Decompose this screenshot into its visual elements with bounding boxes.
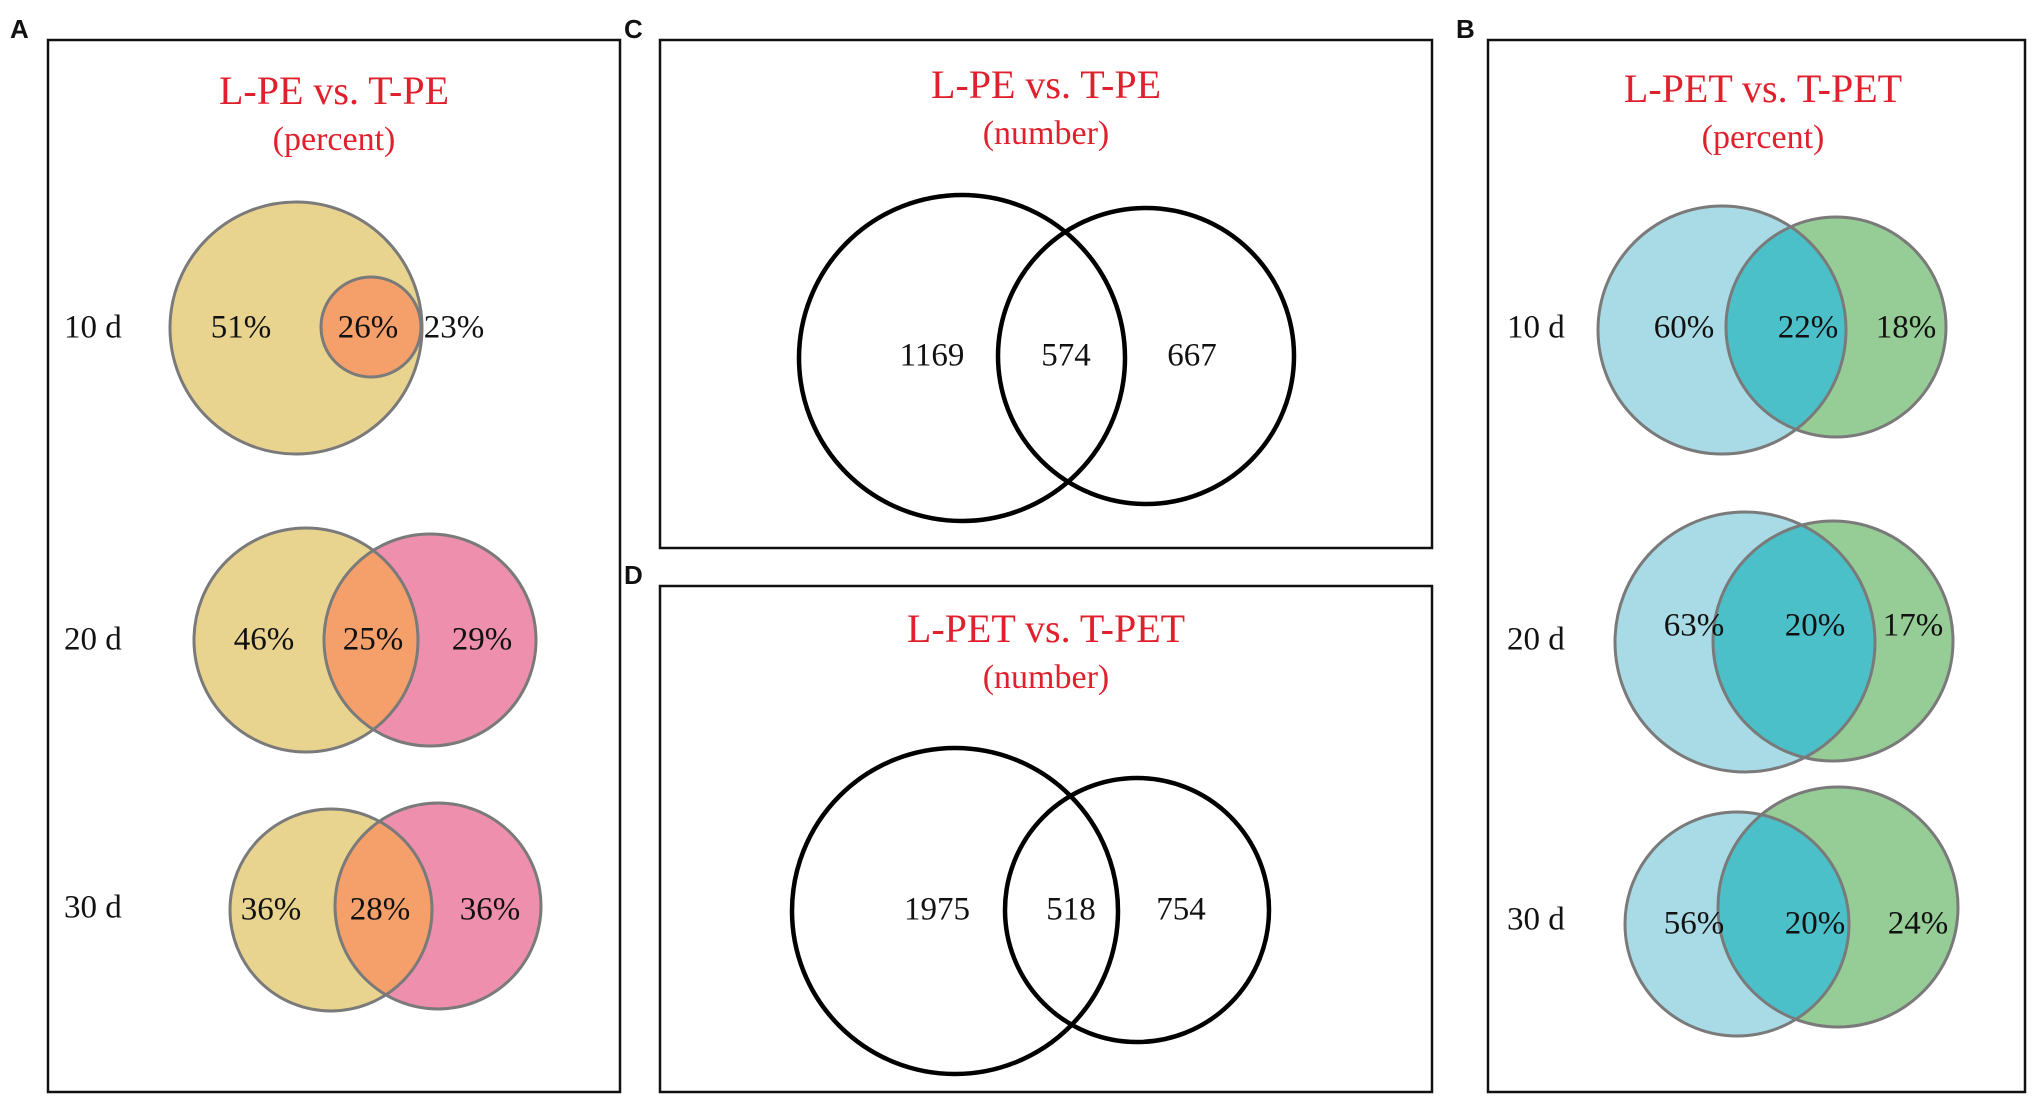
panel-letter-b: B (1456, 14, 1475, 44)
venn-overlap-value: 22% (1778, 310, 1839, 346)
venn-overlap-value: 26% (338, 310, 399, 346)
venn-overlap-value: 20% (1785, 608, 1846, 644)
venn-right-circle (995, 205, 1297, 507)
venn-right-value: 667 (1167, 338, 1217, 374)
venn-right-outline (319, 275, 423, 379)
row-label: 30 d (1507, 902, 1565, 938)
venn-overlap-value: 574 (1041, 338, 1091, 374)
panel-c-title: L-PE vs. T-PE (931, 62, 1161, 107)
panel-c-subtitle: (number) (983, 115, 1110, 152)
venn-left-outline (1596, 204, 1848, 456)
venn-a-30d: 30 d 36% 28% 36% (64, 801, 543, 1013)
venn-overlap-value: 20% (1785, 906, 1846, 942)
venn-right-outline (1724, 215, 1948, 439)
venn-a-20d: 20 d 46% 25% 29% (64, 526, 538, 754)
venn-right-value: 754 (1156, 892, 1206, 928)
panel-d-title: L-PET vs. T-PET (907, 606, 1185, 651)
venn-left-value: 63% (1664, 608, 1725, 644)
venn-right-value: 23% (424, 310, 485, 346)
venn-left-value: 46% (234, 622, 295, 658)
venn-left-value: 1975 (904, 892, 970, 928)
venn-overlap-value: 28% (350, 892, 411, 928)
venn-right-value: 24% (1888, 906, 1949, 942)
venn-left-outline (1613, 510, 1877, 774)
venn-overlap-region (1726, 217, 1846, 437)
venn-right-outline (333, 801, 543, 1011)
row-label: 10 d (1507, 310, 1565, 346)
venn-left-value: 56% (1664, 906, 1725, 942)
venn-overlap-region (1718, 812, 1849, 1027)
panel-a-frame (46, 38, 622, 1094)
panel-c: C L-PE vs. T-PE (number) 1169 574 667 (624, 14, 1434, 550)
venn-left-value: 51% (211, 310, 272, 346)
venn-right-outline (1711, 519, 1955, 763)
venn-left-outline (228, 807, 434, 1013)
venn-right-outline (322, 532, 538, 748)
panel-d-subtitle: (number) (983, 659, 1110, 696)
venn-left-value: 36% (241, 892, 302, 928)
venn-right-circle (1002, 775, 1272, 1045)
venn-right-value: 18% (1876, 310, 1937, 346)
venn-right-value: 17% (1883, 608, 1944, 644)
row-label: 20 d (64, 622, 122, 658)
panel-a-title: L-PE vs. T-PE (219, 68, 449, 113)
panel-letter-c: C (624, 14, 643, 44)
panel-letter-a: A (10, 14, 29, 44)
venn-overlap-value: 518 (1046, 892, 1096, 928)
venn-left-circle (789, 745, 1121, 1077)
venn-overlap-region (1713, 521, 1875, 761)
venn-right-outline (1716, 785, 1960, 1029)
panel-d: D L-PET vs. T-PET (number) 1975 518 754 (624, 560, 1434, 1094)
venn-overlap-region (335, 809, 432, 1009)
panel-b-title: L-PET vs. T-PET (1624, 66, 1902, 111)
panel-b-frame (1486, 38, 2027, 1094)
row-label: 30 d (64, 890, 122, 926)
row-label: 20 d (1507, 622, 1565, 658)
venn-overlap-value: 25% (343, 622, 404, 658)
venn-left-value: 60% (1654, 310, 1715, 346)
row-label: 10 d (64, 310, 122, 346)
venn-b-30d: 30 d 56% 20% 24% (1507, 785, 1960, 1038)
venn-left-circle (796, 192, 1128, 524)
venn-b-20d: 20 d 63% 20% 17% (1507, 510, 1955, 774)
venn-left-outline (192, 526, 420, 754)
venn-a-10d: 10 d 51% 26% 23% (64, 200, 485, 456)
panel-letter-d: D (624, 560, 643, 590)
panel-c-frame (658, 38, 1434, 550)
venn-b-10d: 10 d 60% 22% 18% (1507, 204, 1948, 456)
venn-right-value: 36% (460, 892, 521, 928)
panel-a: A L-PE vs. T-PE (percent) 10 d 51% 26% 2… (10, 14, 622, 1094)
panel-b-subtitle: (percent) (1702, 119, 1825, 156)
venn-left-value: 1169 (900, 338, 965, 374)
venn-right-value: 29% (452, 622, 513, 658)
panel-d-frame (658, 584, 1434, 1094)
venn-left-circle (170, 202, 422, 454)
venn-overlap-region (324, 534, 418, 746)
panel-b: B L-PET vs. T-PET (percent) 10 d 60% 22%… (1456, 14, 2027, 1094)
panel-a-subtitle: (percent) (273, 121, 396, 158)
venn-left-outline (1623, 810, 1851, 1038)
